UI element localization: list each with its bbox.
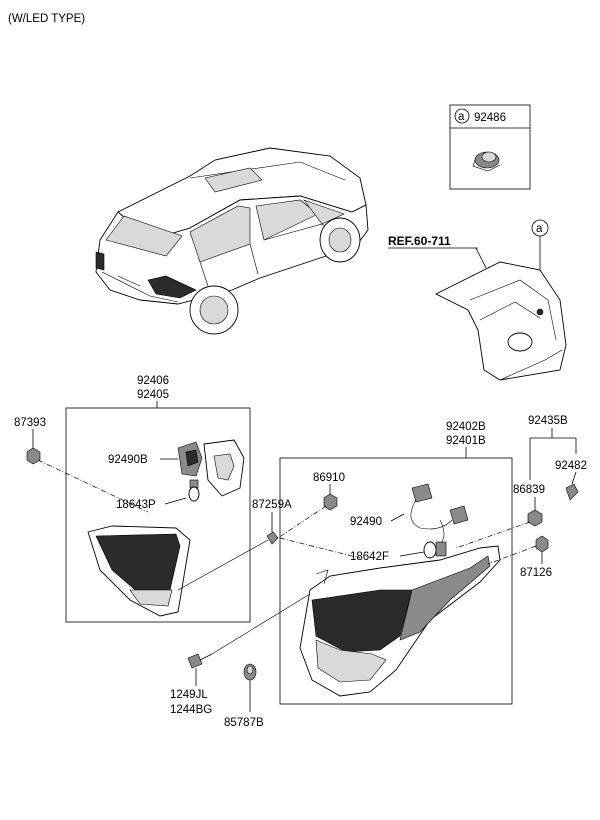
gasket-icon — [203, 439, 245, 497]
part-label-92435B: 92435B — [528, 415, 568, 427]
nut-86910-icon — [323, 493, 338, 511]
inner-lamp-icon — [87, 525, 191, 617]
part-label-1244BG: 1244BG — [170, 704, 212, 716]
diagram-title: (W/LED TYPE) — [8, 13, 85, 25]
bulb-18642F-icon — [423, 541, 447, 559]
part-label-85787B: 85787B — [224, 717, 264, 729]
part-label-86910: 86910 — [313, 472, 345, 484]
nut-86839-icon — [527, 509, 543, 527]
outer-lamp-icon — [299, 545, 501, 697]
part-label-86839: 86839 — [513, 484, 545, 496]
part-label-92405: 92405 — [137, 389, 169, 401]
body-panel-reference: REF.60-711 a — [388, 219, 567, 381]
part-label-18643P: 18643P — [116, 499, 156, 511]
part-label-92486: 92486 — [474, 112, 506, 124]
part-label-18642F: 18642F — [350, 551, 389, 563]
part-label-87126: 87126 — [520, 567, 552, 579]
grommet-icon — [472, 151, 501, 172]
clip-85787B-icon — [243, 663, 257, 681]
part-label-92406: 92406 — [137, 375, 169, 387]
nut-icon — [26, 447, 41, 465]
ref-label: REF.60-711 — [388, 234, 451, 248]
inner-lamp-group: 92406 92405 87393 92490B 18643P — [14, 375, 269, 623]
part-label-92402B: 92402B — [446, 421, 486, 433]
part-label-1249JL: 1249JL — [170, 689, 208, 701]
part-label-92482: 92482 — [555, 460, 587, 472]
inset-box: a 92486 — [449, 104, 531, 190]
screw-1249JL-icon — [187, 653, 213, 669]
socket-icon — [177, 441, 203, 477]
part-label-92401B: 92401B — [446, 435, 486, 447]
outer-lamp-group: 92402B 92401B 92490 18642F — [279, 421, 513, 705]
screw-92482-icon — [565, 483, 579, 501]
inset-marker: a — [458, 111, 465, 123]
bulb-icon — [188, 479, 200, 502]
vehicle-illustration — [95, 147, 369, 335]
harness-icon — [410, 483, 469, 545]
nut-87126-icon — [535, 535, 549, 553]
right-fasteners: 92435B 92482 86839 87126 — [455, 415, 587, 579]
part-label-87393: 87393 — [14, 417, 46, 429]
part-label-92490: 92490 — [350, 516, 382, 528]
clip-icon — [266, 531, 279, 545]
part-label-87259A: 87259A — [252, 499, 292, 511]
bottom-fasteners: 1249JL 1244BG 85787B — [170, 593, 311, 729]
ref-marker: a — [536, 223, 543, 235]
middle-fasteners: 87259A 86910 — [252, 472, 361, 559]
part-label-92490B: 92490B — [108, 454, 148, 466]
